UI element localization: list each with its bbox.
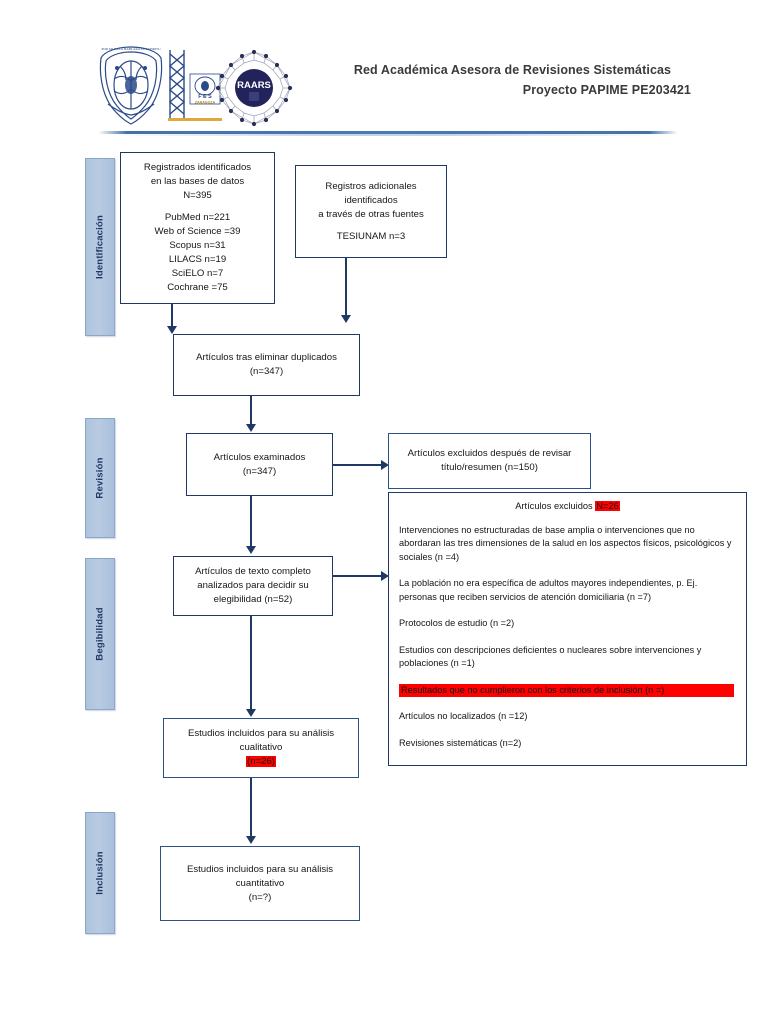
other-sources-line1: Registros adicionales	[325, 180, 417, 192]
box-records-identified-databases: Registrados identificados en las bases d…	[120, 152, 275, 304]
connector-duplicates-down	[250, 396, 252, 426]
databases-source-cochrane: Cochrane =75	[167, 282, 228, 293]
excluded-reason-3: Protocolos de estudio (n =2)	[399, 618, 515, 628]
other-sources-count: TESIUNAM n=3	[336, 230, 406, 242]
arrow-other-sources-down	[341, 315, 351, 323]
header-title-line2: Proyecto PAPIME PE203421	[522, 83, 691, 97]
box-articles-screened: Artículos examinados (n=347)	[186, 433, 333, 496]
databases-line1: Registrados identificados	[143, 162, 252, 173]
excluded-panel-title-text: Artículos excluidos	[515, 501, 596, 511]
excluded-panel-count-badge: N=26	[595, 501, 620, 511]
screened-line2: (n=347)	[242, 465, 277, 477]
fulltext-line2: analizados para decidir su	[197, 580, 309, 591]
screened-line1: Artículos examinados	[213, 451, 306, 463]
quantitative-line1: Estudios incluidos para su análisis	[186, 863, 334, 875]
arrow-qualitative-to-quantitative	[246, 836, 256, 844]
connector-other-sources-down	[345, 258, 347, 318]
svg-text:RAARS: RAARS	[237, 80, 271, 91]
excluded-reason-6: Revisiones sistemáticas (n=2)	[399, 737, 522, 748]
connector-qualitative-down	[250, 778, 252, 838]
excluded-reason-1: Intervenciones no estructuradas de base …	[399, 524, 732, 562]
connector-databases-down	[171, 304, 173, 329]
databases-line2: en las bases de datos	[150, 176, 245, 187]
box-excluded-title-abstract: Artículos excluidos después de revisar t…	[388, 433, 591, 489]
other-sources-line3: a través de otras fuentes	[318, 208, 424, 220]
connector-fulltext-right	[333, 575, 383, 577]
excluded-reason-highlight-text: Resultados que no cumplieron con los cri…	[399, 683, 734, 697]
stage-bar-identificacion: Identificación	[85, 158, 115, 336]
stage-label-begibilidad: Begibilidad	[94, 607, 106, 661]
qualitative-line2: cualitativo	[239, 742, 283, 753]
stage-bar-inclusion: Inclusión	[85, 812, 115, 934]
excluded-panel-title: Artículos excluidos N=26	[399, 500, 736, 514]
excluded-ta-line2: título/resumen (n=150)	[441, 462, 538, 473]
excluded-reason-5: Artículos no localizados (n =12)	[399, 711, 528, 721]
svg-text:ZARAGOZA: ZARAGOZA	[195, 101, 216, 105]
arrow-fulltext-to-excluded-panel	[381, 571, 389, 581]
connector-screened-right	[333, 464, 383, 466]
databases-source-scielo: SciELO n=7	[171, 268, 224, 279]
stage-label-identificacion: Identificación	[94, 214, 106, 280]
databases-total: N=395	[183, 190, 212, 201]
header-divider	[98, 131, 678, 136]
unam-logo: POR MI RAZA HABLARA EL ESPIRITU	[99, 46, 163, 125]
page-title: Red Académica Asesora de Revisiones Sist…	[330, 60, 695, 100]
duplicates-line2: (n=347)	[249, 366, 284, 377]
excluded-ta-line1: Artículos excluidos después de revisar	[407, 448, 572, 459]
qualitative-line1: Estudios incluidos para su análisis	[187, 728, 335, 739]
fes-zaragoza-logo: F E S ZARAGOZA	[168, 50, 222, 121]
duplicates-line1: Artículos tras eliminar duplicados	[196, 352, 337, 363]
arrow-fulltext-to-qualitative	[246, 709, 256, 717]
qualitative-count-wrap: (n=26)	[170, 755, 352, 769]
box-records-other-sources: Registros adicionales identificados a tr…	[295, 165, 447, 258]
box-included-quantitative: Estudios incluidos para su análisis cuan…	[160, 846, 360, 921]
arrow-screened-to-excluded	[381, 460, 389, 470]
box-duplicates-removed: Artículos tras eliminar duplicados (n=34…	[173, 334, 360, 396]
logo-group: POR MI RAZA HABLARA EL ESPIRITU F E S ZA…	[96, 44, 296, 130]
raars-logo: RAARS	[215, 49, 293, 127]
databases-source-pubmed: PubMed n=221	[164, 212, 231, 223]
panel-excluded-articles: Artículos excluidos N=26 Intervenciones …	[388, 492, 747, 766]
box-full-text-assessed: Artículos de texto completo analizados p…	[173, 556, 333, 616]
stage-bar-begibilidad: Begibilidad	[85, 558, 115, 710]
qualitative-count: (n=26)	[246, 756, 276, 767]
arrow-databases-to-duplicates	[167, 326, 177, 334]
connector-fulltext-down	[250, 616, 252, 711]
other-sources-line2: identificados	[344, 194, 398, 206]
fulltext-line3: elegibilidad (n=52)	[213, 594, 293, 605]
excluded-reason-highlighted: Resultados que no cumplieron con los cri…	[399, 683, 736, 697]
excluded-reason-4: Estudios con descripciones deficientes o…	[399, 644, 702, 669]
page-header: POR MI RAZA HABLARA EL ESPIRITU F E S ZA…	[0, 0, 768, 140]
databases-source-lilacs: LILACS n=19	[168, 254, 227, 265]
header-title-line1: Red Académica Asesora de Revisiones Sist…	[353, 63, 672, 77]
databases-source-wos: Web of Science =39	[154, 226, 241, 237]
connector-screened-down	[250, 496, 252, 548]
svg-text:F E S: F E S	[198, 94, 212, 100]
arrow-screened-to-fulltext	[246, 546, 256, 554]
fulltext-line1: Artículos de texto completo	[195, 566, 311, 577]
databases-source-scopus: Scopus n=31	[169, 240, 226, 251]
stage-label-revision: Revisión	[94, 457, 106, 499]
arrow-duplicates-to-screened	[246, 424, 256, 432]
svg-text:POR MI RAZA HABLARA EL ESPIRIT: POR MI RAZA HABLARA EL ESPIRITU	[101, 47, 161, 51]
excluded-reason-2: La población no era específica de adulto…	[399, 578, 698, 602]
stage-label-inclusion: Inclusión	[94, 851, 106, 895]
quantitative-line2: cuantitativo	[235, 877, 285, 889]
quantitative-line3: (n=?)	[248, 891, 272, 903]
box-included-qualitative: Estudios incluidos para su análisis cual…	[163, 718, 359, 778]
stage-bar-revision: Revisión	[85, 418, 115, 538]
